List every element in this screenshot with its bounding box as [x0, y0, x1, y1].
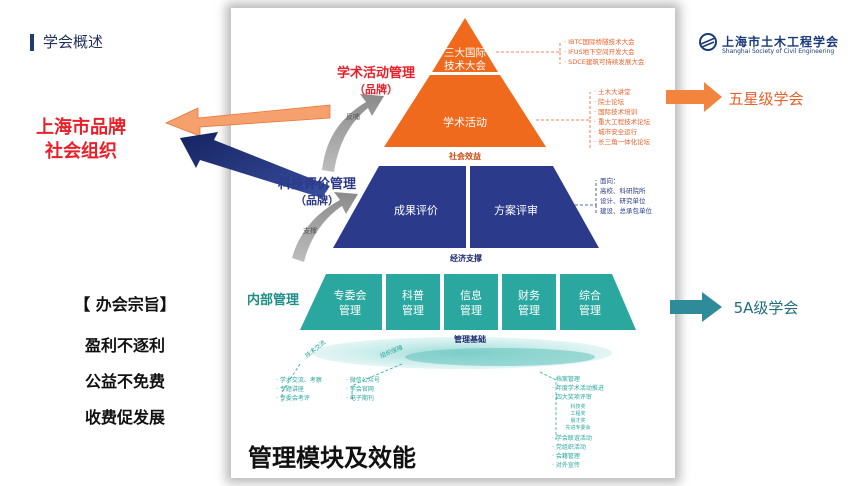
brand-label: 上海市品牌 社会组织 — [16, 116, 146, 164]
section-title: 学会概述 — [30, 34, 103, 51]
col2-item-1: · 微信公众号 — [346, 376, 380, 384]
pyramid-academic — [384, 75, 546, 147]
academic-label: 学术活动 — [443, 115, 487, 129]
module-3-line-1: 信息 — [460, 288, 482, 302]
audience-head: 面向： — [600, 176, 620, 185]
module-finance — [502, 274, 556, 330]
principles-title: 【 办会宗旨】 — [74, 295, 176, 314]
brand-line-2: 社会组织 — [45, 141, 117, 162]
audience-3: 建设、总承包单位 — [600, 206, 653, 215]
five-star-label: 五星级学会 — [728, 90, 803, 108]
activity-6: · 长三角一体化论坛 — [594, 137, 651, 146]
col3-item-2: · 年度学术活动推进 — [552, 384, 604, 392]
bottom-connectors — [281, 363, 557, 440]
module-1-line-2: 管理 — [339, 303, 361, 317]
activity-5: · 城市安全运行 — [594, 127, 638, 136]
principle-1: 盈利不逐利 — [84, 336, 165, 355]
col1-item-1: · 学术交流、考察 — [276, 376, 322, 384]
activity-1: · 土木大讲堂 — [594, 87, 631, 96]
award-3: 晨才奖 — [570, 417, 585, 424]
module-4-line-2: 管理 — [518, 303, 540, 317]
col1-item-3: · 专委会考评 — [276, 394, 310, 402]
navy-arrow-left — [180, 132, 330, 198]
module-committee — [300, 274, 382, 330]
module-info — [444, 274, 498, 330]
module-5-line-2: 管理 — [579, 303, 601, 317]
activity-2: · 院士论坛 — [594, 97, 625, 106]
top-connectors — [496, 42, 591, 148]
col3-item-1: · 档案管理 — [552, 375, 580, 383]
panel-title: 管理模块及效能 — [248, 444, 416, 472]
col2-item-2: · 学会官网 — [346, 385, 374, 393]
module-2-line-1: 科普 — [402, 288, 424, 302]
economic-support-label: 经济支撑 — [450, 253, 482, 263]
module-science — [386, 274, 440, 330]
col2-item-3: · 电子期刊 — [346, 394, 374, 402]
conference-1: · IBTC国际桥隧技术大会 — [564, 37, 635, 46]
tech-eval-mgmt-brand: （品牌） — [295, 193, 339, 207]
col3-item-3: · 四大奖项评审 — [552, 393, 592, 401]
internal-mgmt-label: 内部管理 — [247, 292, 299, 308]
module-3-line-2: 管理 — [460, 303, 482, 317]
tech-eval-proposals: 方案评审 — [494, 203, 538, 217]
logo-name: 上海市土木工程学会 — [722, 35, 840, 49]
module-general — [560, 274, 636, 330]
module-4-line-1: 财务 — [518, 288, 540, 302]
activity-3: · 国际技术培训 — [594, 107, 637, 116]
module-1-line-1: 专委会 — [334, 288, 367, 302]
orange-arrow-right — [666, 82, 722, 112]
social-benefit-label: 社会效益 — [448, 151, 481, 161]
support-label: 支撑 — [303, 226, 317, 235]
top-line-2: 技术大会 — [444, 59, 486, 72]
academic-mgmt-brand: （品牌） — [354, 82, 398, 96]
academic-mgmt-label: 学术活动管理 — [337, 65, 415, 81]
feedback-arrow — [322, 94, 384, 172]
module-2-line-2: 管理 — [402, 303, 424, 317]
award-4: 先进专委会 — [565, 424, 590, 431]
pyramid-top — [432, 18, 498, 72]
col3-item-6: · 会籍管理 — [552, 452, 580, 460]
conference-3: · SDCE建筑可持续发展大会 — [564, 57, 645, 66]
five-a-label: 5A级学会 — [734, 299, 799, 317]
award-2: 工程奖 — [570, 410, 585, 417]
orange-arrow-left — [164, 104, 331, 137]
tech-eval-results: 成果评价 — [394, 204, 438, 217]
pyramid-tech-eval-left — [333, 166, 466, 248]
col3-item-5: · 党组织活动 — [552, 443, 586, 451]
audience-1: 高校、科研院所 — [600, 186, 646, 195]
award-1: 科技奖 — [570, 403, 585, 410]
feedback-label: 反哺 — [346, 112, 360, 121]
pyramid-tech-eval-right — [470, 166, 599, 248]
col3-item-4: · 学会联谊活动 — [552, 434, 592, 442]
principle-2: 公益不免费 — [84, 372, 165, 391]
teal-arrow-right — [670, 292, 722, 322]
support-arrow — [292, 192, 358, 262]
brand-line-1: 上海市品牌 — [36, 117, 126, 138]
conference-2: · IFUS地下空间开发大会 — [564, 47, 635, 56]
top-line-1: 三大国际 — [444, 46, 486, 59]
activity-4: · 重大工程技术论坛 — [594, 117, 651, 126]
module-5-line-1: 综合 — [579, 288, 601, 302]
principle-3: 收费促发展 — [84, 408, 165, 427]
logo-subtitle: Shanghai Society of Civil Engineering — [722, 48, 835, 55]
col3-item-7: · 对外宣传 — [552, 461, 580, 469]
audience-2: 设计、研究单位 — [600, 196, 646, 205]
foundation-label: 管理基础 — [454, 334, 486, 344]
tech-eval-mgmt-label: 科技评价管理 — [278, 176, 356, 192]
mid-connectors — [575, 180, 597, 215]
col1-item-2: · 专题讲座 — [276, 385, 304, 393]
